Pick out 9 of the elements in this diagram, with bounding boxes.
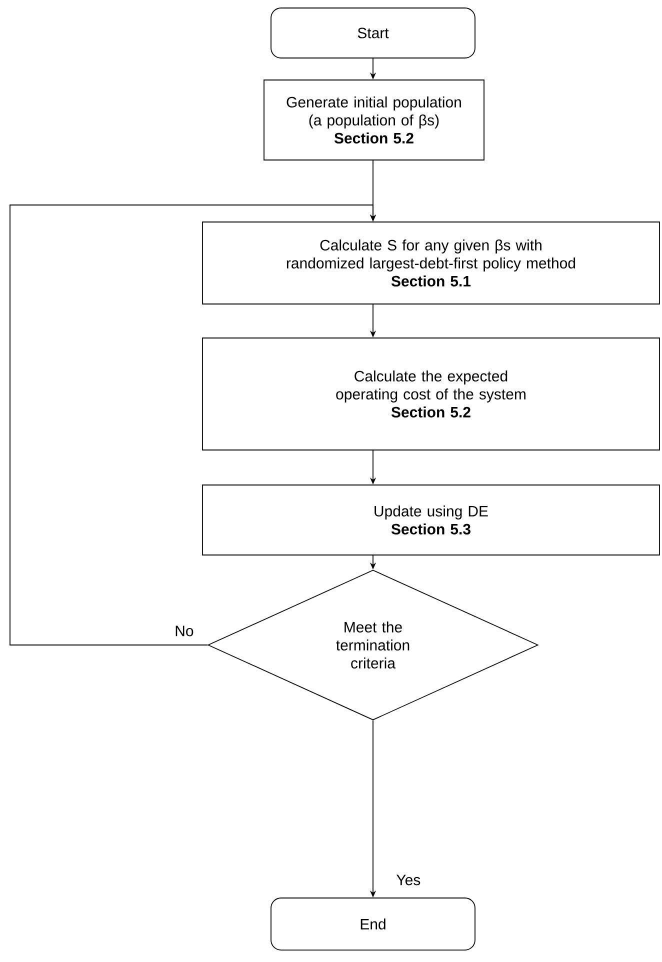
process-box: Calculate the expected operating cost of the system Section 5.2 (202, 338, 660, 450)
process-box: Calculate S for any given βs with randomized largest-debt-first policy method Section 5.1 (202, 222, 660, 304)
edge-label: No (174, 624, 195, 638)
arrow (10, 204, 376, 646)
process-box: Generate initial population (a population of βs) Section 5.2 (264, 80, 484, 160)
edge-label: Yes (395, 874, 422, 886)
process-box: Update using DE Section 5.3 (202, 484, 660, 556)
terminal-box: Start (270, 8, 476, 58)
terminal-box: End (270, 898, 476, 950)
